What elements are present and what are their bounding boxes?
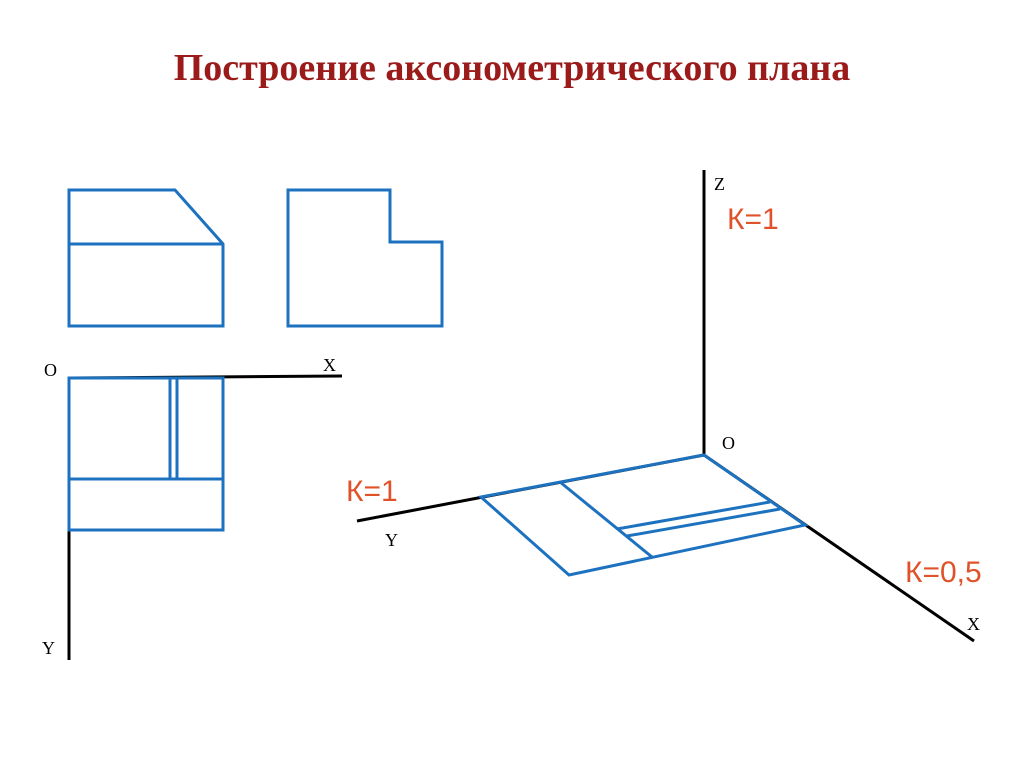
axo-plan-outline [477,453,809,577]
axo-y-label: Y [385,530,398,550]
front-view [67,188,225,328]
side-view [286,188,444,328]
axo-y-coefficient: К=1 [346,475,398,508]
front-view-outline [67,188,225,328]
axo-origin-label: O [722,433,735,453]
axo-plan-divider-long [559,480,653,559]
axo-x-label: X [967,614,980,634]
plan-x-label: X [323,355,336,375]
slide-title: Построение аксонометрического плана [173,47,851,89]
axo-x-coefficient: К=0,5 [905,556,982,589]
plan-origin-label: O [44,360,57,380]
axo-z-coefficient: К=1 [727,203,779,236]
plan-view-outline [67,376,225,532]
axonometric-view: Z O Y X К=1 К=1 К=0,5 [346,170,982,643]
plan-view: O X Y [42,355,343,660]
axo-z-label: Z [714,174,725,194]
side-view-outline [286,188,444,328]
axo-plan-divider-short-1 [616,500,771,531]
axo-plan-divider-short-2 [626,507,781,538]
plan-y-label: Y [42,638,55,658]
